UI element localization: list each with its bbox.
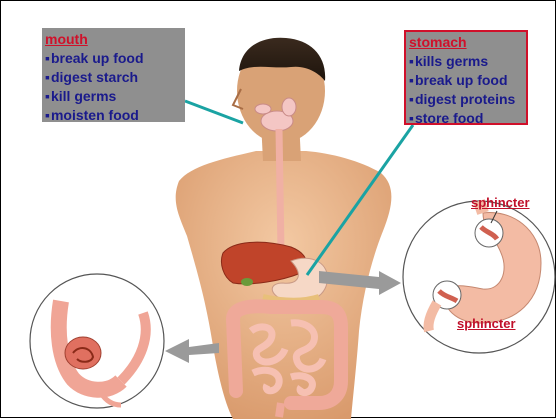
mouth-function-item: moisten food	[45, 106, 185, 125]
stomach-function-item: kills germs	[409, 52, 526, 71]
sphincter-label-bottom: sphincter	[457, 316, 516, 331]
stomach-function-item: store food	[409, 109, 526, 128]
stomach-title: stomach	[409, 33, 526, 52]
rectum	[279, 403, 281, 417]
sphincter-label-top: sphincter	[471, 195, 530, 210]
mouth-title: mouth	[45, 30, 185, 49]
arrow-to-intestine-detail	[165, 339, 219, 363]
mouth-function-item: break up food	[45, 49, 185, 68]
stomach-callout: stomach kills germs break up food digest…	[404, 30, 528, 125]
mouth-callout: mouth break up food digest starch kill g…	[42, 28, 185, 122]
salivary-gland	[282, 98, 296, 116]
esophagus	[279, 129, 281, 251]
mouth-function-item: kill germs	[45, 87, 185, 106]
stomach-function-item: break up food	[409, 71, 526, 90]
salivary-gland	[255, 104, 271, 114]
gallbladder	[241, 278, 253, 286]
stomach-function-item: digest proteins	[409, 90, 526, 109]
mouth-function-item: digest starch	[45, 68, 185, 87]
